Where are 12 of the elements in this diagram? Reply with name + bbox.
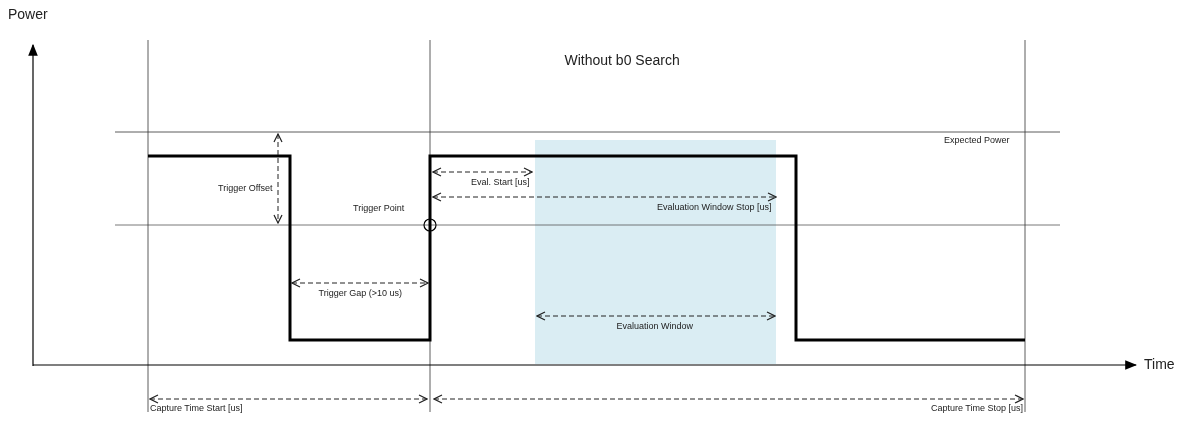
- dimension-label: Evaluation Window Stop [us]: [657, 202, 772, 213]
- dimension-label: Eval. Start [us]: [471, 177, 530, 188]
- axis-label: Power: [8, 6, 48, 22]
- dimension-label: Trigger Offset: [218, 183, 273, 194]
- dimension-label: Capture Time Start [us]: [150, 403, 243, 414]
- dimension-label: Evaluation Window: [616, 321, 694, 332]
- line-label: Expected Power: [944, 135, 1010, 146]
- dimension-label: Capture Time Stop [us]: [931, 403, 1024, 414]
- point-label: Trigger Point: [353, 203, 405, 214]
- axis-label: Time: [1144, 356, 1175, 372]
- dimension-label: Trigger Gap (>10 us): [318, 288, 402, 299]
- diagram-title: Without b0 Search: [564, 52, 680, 68]
